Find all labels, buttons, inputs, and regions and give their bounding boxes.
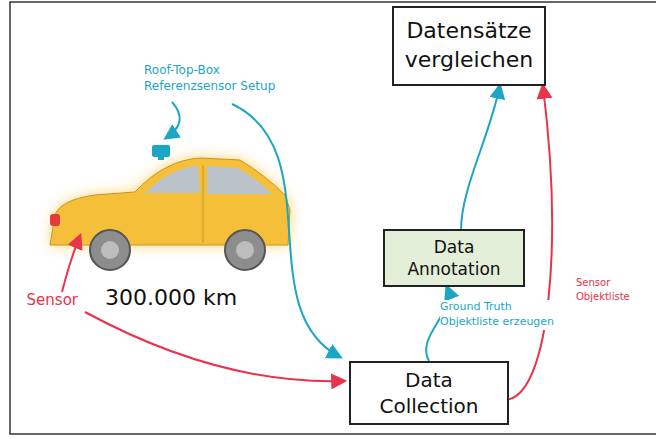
box-text: Data Annotation (393, 236, 515, 280)
reference-data-arrow (232, 104, 340, 357)
sensor-label: Sensor (8, 290, 78, 310)
box-text: Datensätze vergleichen (402, 17, 536, 74)
car (50, 145, 290, 270)
box-text: Data Collection (359, 367, 499, 419)
callout-label: Roof-Top-Box Referenzsensor Setup (144, 62, 284, 94)
result-box: Datensätze vergleichen (392, 6, 546, 86)
process-box: Data Collection (349, 361, 509, 425)
sensor-arrow (62, 236, 80, 292)
edge-label: Ground Truth Objektliste erzeugen (440, 300, 570, 330)
roof-top-box (152, 145, 170, 157)
frame (10, 2, 656, 434)
roof-box-arrow (166, 102, 180, 138)
flow-arrow (461, 86, 500, 229)
process-box: Data Annotation (383, 229, 525, 287)
distance-label: 300.000 km (105, 283, 275, 313)
edge-label: Sensor Objektliste (576, 276, 652, 303)
